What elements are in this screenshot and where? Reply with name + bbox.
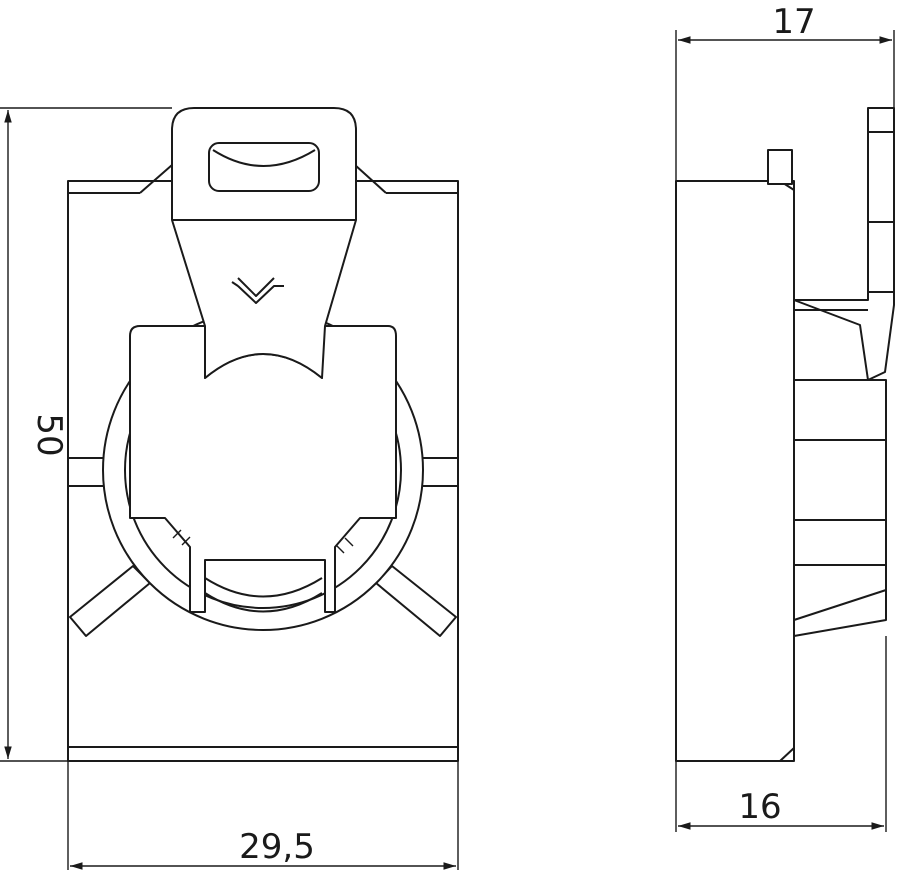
dimension-side-bottom-label: 16 — [738, 787, 781, 827]
chevron-down-icon — [231, 281, 284, 304]
dimension-front-height-label: 50 — [29, 413, 69, 456]
dimension-side-top-label: 17 — [772, 2, 815, 42]
dimension-front-width-label: 29,5 — [239, 827, 315, 867]
envelope-slot — [208, 142, 320, 192]
side-view — [675, 107, 895, 762]
left-arm — [68, 457, 103, 487]
right-arm — [423, 457, 458, 487]
dimension-front-height: 50 — [0, 107, 172, 762]
front-view — [67, 107, 459, 762]
side-body — [675, 180, 795, 762]
ring-ticks — [172, 529, 354, 554]
dimension-side-bottom: 16 — [675, 636, 887, 832]
dimension-front-width: 29,5 — [67, 761, 459, 870]
side-lever — [793, 107, 895, 381]
dimension-side-top: 17 — [675, 2, 895, 181]
